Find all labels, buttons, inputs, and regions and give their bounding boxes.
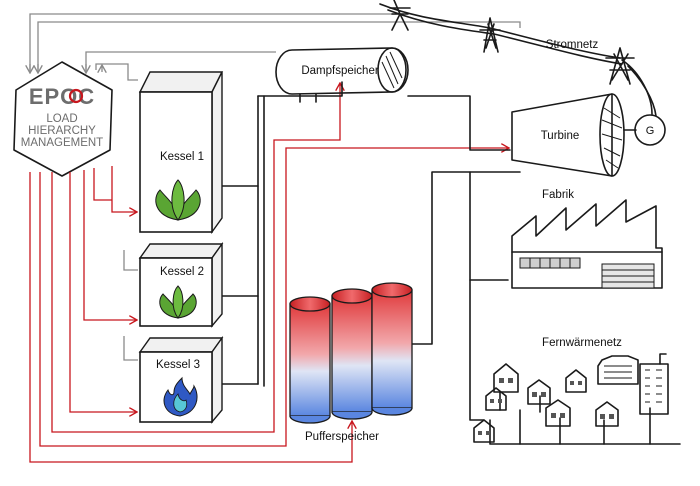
factory: Fabrik <box>511 189 663 289</box>
controller-line-3: MANAGEMENT <box>21 137 103 149</box>
leaf-icon <box>155 179 201 221</box>
house-icon <box>493 363 519 393</box>
house-icon <box>597 355 639 385</box>
epoc-logo: EPOC <box>29 84 95 109</box>
pylon-icon <box>479 17 501 53</box>
load-hierarchy-controller: EPOC LOAD HIERARCHY MANAGEMENT <box>13 61 113 177</box>
gas-flame-icon <box>163 376 198 417</box>
generator-label: G <box>646 125 655 137</box>
apartment-building-icon <box>639 353 669 415</box>
factory-label: Fabrik <box>542 189 574 201</box>
turbine-label: Turbine <box>541 130 580 142</box>
district-heating-network: Fernwärmenetz <box>473 337 669 443</box>
tank-1 <box>289 296 331 424</box>
house-icon <box>485 387 507 411</box>
boiler-1[interactable]: Kessel 1 <box>138 71 224 235</box>
pylon-icon <box>389 0 411 31</box>
grid-label: Stromnetz <box>546 39 599 51</box>
house-icon <box>565 369 587 393</box>
controller-line-2: HIERARCHY <box>28 125 96 137</box>
district-heating-label: Fernwärmenetz <box>542 337 622 349</box>
house-icon <box>527 379 551 405</box>
boiler-3-label: Kessel 3 <box>156 359 200 371</box>
leaf-icon <box>159 285 197 319</box>
boiler-2-label: Kessel 2 <box>160 266 204 278</box>
steam-pipes <box>221 81 681 445</box>
house-icon <box>545 399 571 427</box>
steam-storage: Dampfspeicher <box>275 47 409 103</box>
power-grid: Stromnetz <box>379 0 657 117</box>
house-icon <box>473 419 495 443</box>
boiler-1-label: Kessel 1 <box>160 151 204 163</box>
epoc-logo-ring <box>68 88 84 104</box>
generator[interactable]: G <box>634 114 666 146</box>
house-icon <box>595 401 619 427</box>
controller-line-1: LOAD <box>46 113 77 125</box>
boiler-3[interactable]: Kessel 3 <box>138 335 224 424</box>
factory-windows <box>519 257 655 289</box>
feedback-lines <box>30 13 521 361</box>
tank-2 <box>331 288 373 420</box>
steam-storage-label: Dampfspeicher <box>301 65 379 77</box>
pylon-icon <box>605 47 635 85</box>
buffer-storage-label: Pufferspeicher <box>305 431 379 443</box>
turbine[interactable]: Turbine <box>511 93 637 177</box>
control-lines <box>29 84 508 463</box>
buffer-storage: Pufferspeicher <box>289 282 413 443</box>
tank-3 <box>371 282 413 416</box>
boiler-2[interactable]: Kessel 2 <box>138 241 224 328</box>
